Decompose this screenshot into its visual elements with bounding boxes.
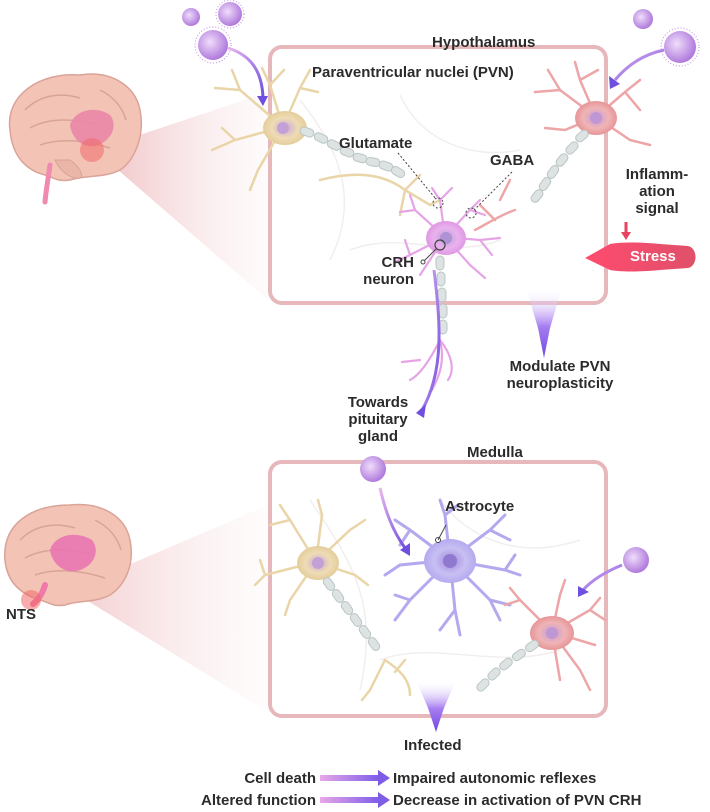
inflammation-arrow-head: [621, 232, 631, 240]
stress-label: Stress: [630, 248, 676, 265]
modulate-line1: Modulate PVN: [509, 358, 611, 375]
inflammation-line1: Inflamm-: [625, 166, 689, 183]
pink-neuron-top: [473, 60, 652, 232]
bottom-projection-beam: [70, 505, 268, 712]
astrocyte-leader: [437, 524, 447, 541]
towards-line1: Towards: [347, 394, 409, 411]
outcome-effect-2: Decrease in activation of PVN CRH: [393, 792, 642, 809]
astrocyte-label: Astrocyte: [445, 498, 515, 515]
hypothalamus-title: Hypothalamus: [432, 34, 536, 51]
gaba-synapse-marker: [465, 207, 477, 219]
towards-line3: gland: [358, 428, 398, 445]
inflammation-line2: ation: [639, 183, 675, 200]
glutamate-leader: [397, 152, 437, 200]
inflammation-signal-label: Inflamm- ation signal: [617, 166, 697, 217]
towards-pituitary-label: Towards pituitary gland: [336, 394, 420, 445]
outcome-arrow-1-shaft: [320, 775, 380, 781]
pink-neuron-bottom: [476, 578, 607, 692]
tan-neuron-bottom: [253, 498, 412, 702]
outcome-arrow-2-shaft: [320, 797, 380, 803]
crh-neuron: [393, 186, 502, 392]
glutamate-label: Glutamate: [339, 135, 413, 152]
towards-line2: pituitary: [348, 411, 408, 428]
virus-entry-arrow-right-bottom: [581, 563, 623, 592]
brain-bottom-illustration: [4, 503, 132, 610]
infected-label: Infected: [404, 737, 462, 754]
virus-entry-arrow-left-bottom: [378, 487, 407, 549]
inflammation-line3: signal: [635, 200, 679, 217]
towards-pituitary-arrow: [420, 269, 441, 411]
modulate-label: Modulate PVN neuroplasticity: [490, 358, 630, 392]
glutamate-synapse-marker: [432, 197, 444, 209]
modulate-arrow: [526, 288, 562, 358]
nts-label: NTS: [6, 606, 36, 623]
brain-top-illustration: [8, 73, 142, 205]
crh-leader: [422, 248, 437, 263]
crh-neuron-label: CRH neuron: [358, 254, 414, 288]
pvn-title: Paraventricular nuclei (PVN): [312, 64, 514, 81]
virus-entry-arrow-right-top: [613, 48, 665, 81]
modulate-line2: neuroplasticity: [506, 375, 614, 392]
crh-label-line1: CRH: [381, 254, 415, 271]
infected-arrow: [416, 680, 456, 732]
outcome-effect-1: Impaired autonomic reflexes: [393, 770, 597, 787]
crh-label-line2: neuron: [363, 271, 414, 288]
virus-entry-arrow-left-top: [227, 46, 265, 99]
crh-marker: [434, 239, 446, 251]
tan-neuron-top: [210, 66, 442, 217]
astrocyte-cell: [383, 498, 522, 637]
gaba-leader: [473, 171, 513, 211]
outcome-cause-1: Cell death: [244, 770, 316, 787]
virus-particles-top: [182, 2, 696, 63]
outcome-cause-2: Altered function: [201, 792, 316, 809]
virus-particles-bottom: [360, 456, 649, 573]
medulla-title: Medulla: [467, 444, 523, 461]
medulla-panel: [268, 460, 608, 718]
gaba-label: GABA: [490, 152, 535, 169]
stress-arrow: [585, 242, 696, 272]
